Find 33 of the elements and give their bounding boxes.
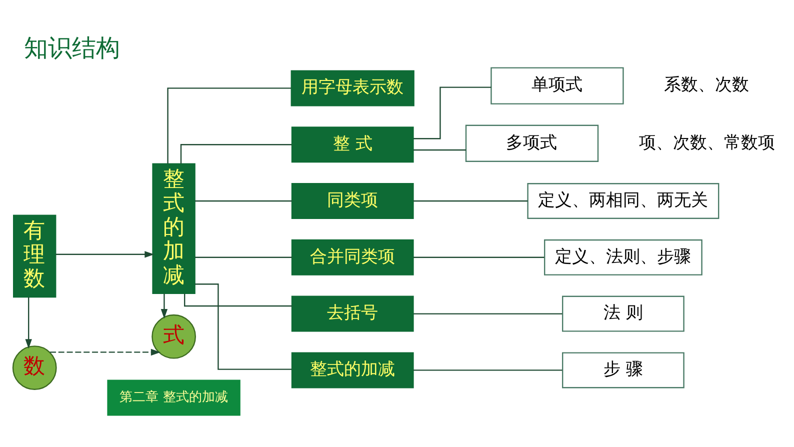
node-box: 定义、法则、步骤 (544, 239, 702, 276)
node-box: 合并同类项 (291, 239, 414, 276)
node-circle: 数 (12, 346, 57, 390)
connector (194, 284, 292, 370)
node-box: 整 式 (291, 126, 414, 163)
connector (167, 88, 292, 164)
connector (413, 86, 492, 140)
connector (195, 256, 292, 258)
node-box: 用字母表示数 (290, 70, 414, 106)
node-label: 项、次数、常数项 (638, 132, 775, 152)
connector (413, 256, 544, 258)
arrow (56, 251, 154, 258)
connector (180, 144, 292, 164)
connector (413, 370, 562, 371)
arrow (160, 294, 168, 319)
node-box: 整式的加减 (291, 352, 414, 388)
node-box: 同类项 (291, 183, 414, 219)
connector (195, 200, 292, 202)
connector (413, 313, 562, 314)
diagram-title: 知识结构 (24, 34, 120, 62)
node-box: 定义、两相同、两无关 (527, 183, 720, 219)
node-box: 步 骤 (562, 352, 684, 388)
node-box: 法 则 (562, 296, 684, 332)
connector (413, 200, 528, 202)
node-label: 系数、次数 (664, 74, 749, 94)
arrow (25, 297, 32, 349)
arrow (50, 348, 161, 356)
connector (413, 149, 466, 151)
node-box: 去括号 (291, 296, 414, 332)
label: 第二章 整式的加减 (120, 390, 228, 406)
node-box: 整式的加减 (152, 163, 196, 294)
node-box: 有理数 (13, 214, 56, 298)
connector (184, 294, 292, 307)
